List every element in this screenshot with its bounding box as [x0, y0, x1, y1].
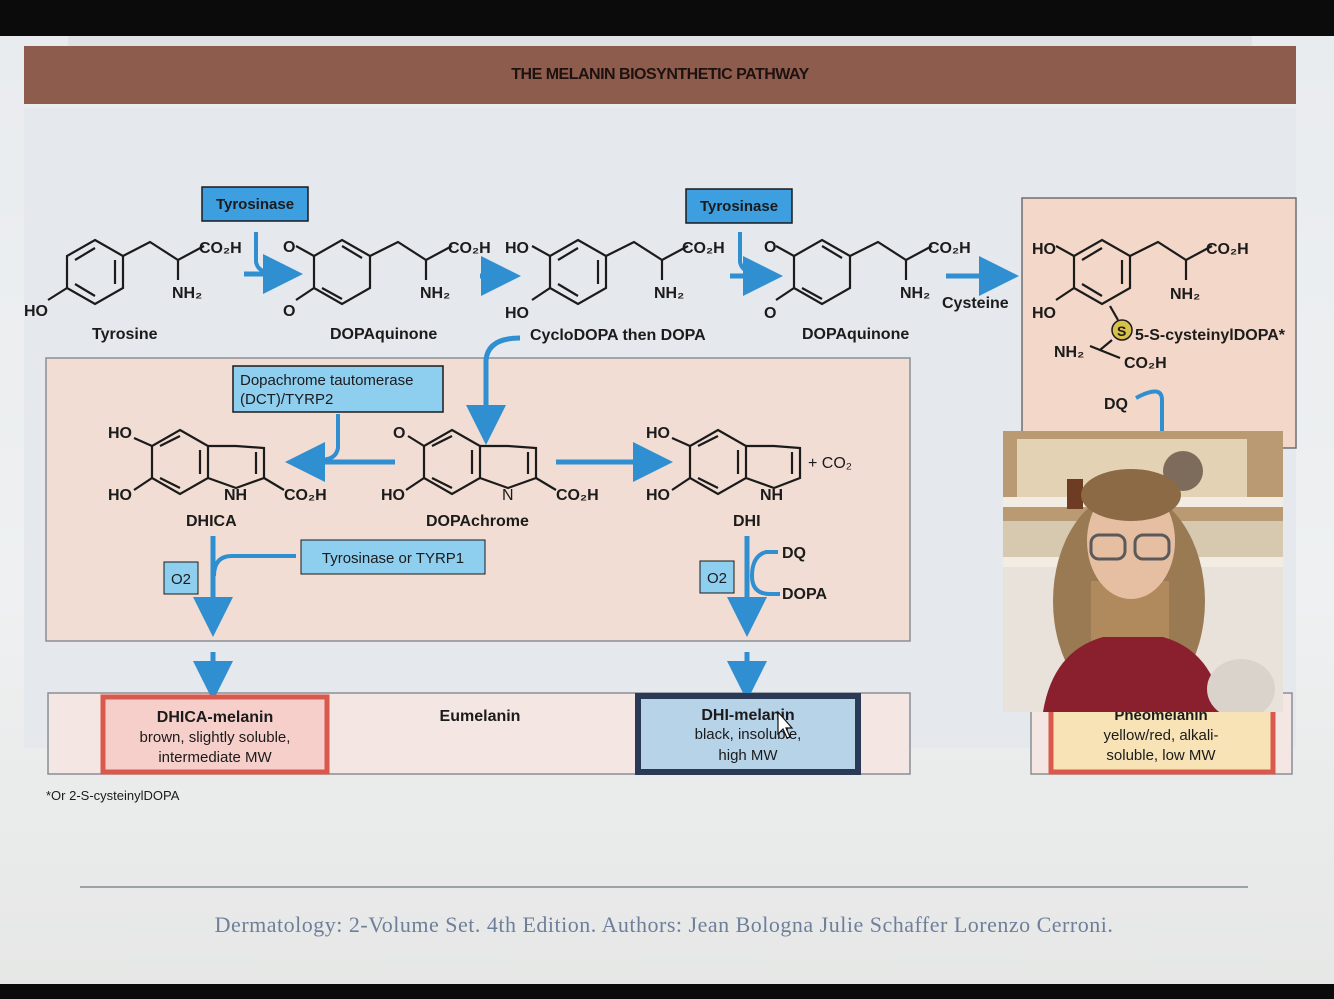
tyrosine-ho: HO — [24, 303, 48, 320]
dopa-co2h: CO₂H — [682, 240, 725, 257]
webcam-scene — [1003, 431, 1283, 712]
dopachrome-o: O — [393, 425, 405, 442]
tyrosinase-box-2 — [685, 188, 793, 224]
dhica-melanin-title: DHICA-melanin — [157, 709, 273, 726]
dopaquinone2-nh2: NH₂ — [900, 285, 930, 302]
o2-label-right: O2 — [707, 570, 727, 587]
dopa-ho-bottom: HO — [505, 305, 529, 322]
dhica-melanin-line1: brown, slightly soluble, — [140, 729, 291, 746]
tyrosine-nh2: NH₂ — [172, 285, 202, 302]
dopa-nh2: NH₂ — [654, 285, 684, 302]
dopachrome-label: DOPAchrome — [426, 513, 529, 530]
dq-pheo-label: DQ — [1104, 396, 1128, 413]
dopaquinone1-o-top: O — [283, 239, 295, 256]
cysteinyl-co2h-side: CO₂H — [1124, 355, 1167, 372]
cysteinyl-nh2-side: NH₂ — [1054, 344, 1084, 361]
dopaquinone2-o-bottom: O — [764, 305, 776, 322]
slide-title: THE MELANIN BIOSYNTHETIC PATHWAY — [511, 66, 809, 83]
dopaquinone2-co2h: CO₂H — [928, 240, 971, 257]
dopaquinone1-co2h: CO₂H — [448, 240, 491, 257]
tyrosinase-tyrp1-label: Tyrosinase or TYRP1 — [322, 550, 464, 567]
dhi-ho-top: HO — [646, 425, 670, 442]
dhi-plus-co2: + CO₂ — [808, 455, 852, 472]
footnote: *Or 2-S-cysteinylDOPA — [46, 788, 180, 803]
sulfur-label: S — [1117, 323, 1126, 339]
slide-footer: Dermatology: 2-Volume Set. 4th Edition. … — [214, 912, 1114, 937]
dct-box — [232, 365, 444, 413]
dopa-ho-top: HO — [505, 240, 529, 257]
dq-label: DQ — [782, 545, 806, 562]
dhica-ho-bottom: HO — [108, 487, 132, 504]
dopaquinone-structure-2 — [775, 238, 933, 306]
dhi-melanin-title: DHI-melanin — [701, 707, 794, 724]
tyrosinase-box-1 — [201, 186, 309, 222]
dhica-melanin-box — [100, 694, 330, 775]
dhi-structure — [671, 428, 802, 496]
o2-box-right — [699, 560, 735, 594]
tyrosine-co2h: CO₂H — [199, 240, 242, 257]
dhica-ho-top: HO — [108, 425, 132, 442]
dopaquinone1-o-bottom: O — [283, 303, 295, 320]
pheomelanin-line1: yellow/red, alkali- — [1103, 727, 1218, 744]
cysteine-label: Cysteine — [942, 295, 1009, 312]
dhica-nh: NH — [224, 487, 247, 504]
dct-label-line1: Dopachrome tautomerase — [240, 372, 413, 389]
tyrosinase-label-2: Tyrosinase — [700, 198, 778, 215]
eumelanin-label: Eumelanin — [440, 708, 521, 725]
tyrosine-label: Tyrosine — [92, 326, 158, 343]
dopa-structure — [531, 238, 689, 306]
dopachrome-n: N — [502, 487, 514, 504]
pheomelanin-region — [1021, 197, 1297, 449]
dopachrome-co2h: CO₂H — [556, 487, 599, 504]
bottom-bezel — [0, 984, 1334, 999]
dhi-melanin-line1: black, insoluble, — [695, 726, 802, 743]
dhi-label: DHI — [733, 513, 761, 530]
o2-label-left: O2 — [171, 571, 191, 588]
webcam-video — [1003, 431, 1283, 712]
dopa-side-label: DOPA — [782, 586, 827, 603]
dhica-co2h: CO₂H — [284, 487, 327, 504]
tyrosine-structure — [47, 238, 205, 306]
pathway-arrows — [193, 232, 1164, 701]
dhi-ho-bottom: HO — [646, 487, 670, 504]
dopaquinone2-o-top: O — [764, 239, 776, 256]
dhi-nh: NH — [760, 487, 783, 504]
title-band — [24, 46, 1296, 104]
dct-label-line2: (DCT)/TYRP2 — [240, 391, 333, 408]
cysteinyl-co2h: CO₂H — [1206, 241, 1249, 258]
dopachrome-structure — [405, 428, 557, 496]
dhica-structure — [133, 428, 285, 496]
footer-rule — [80, 886, 1248, 888]
dhica-label: DHICA — [186, 513, 237, 530]
pheomelanin-line2: soluble, low MW — [1106, 747, 1216, 764]
mouse-cursor — [777, 710, 794, 739]
dhi-melanin-box — [635, 693, 861, 775]
tyrosinase-label-1: Tyrosinase — [216, 196, 294, 213]
cyclodopa-label: CycloDOPA then DOPA — [530, 327, 706, 344]
o2-box-left — [163, 561, 199, 595]
dopachrome-ho: HO — [381, 487, 405, 504]
cysteinyldopa-structure — [1055, 238, 1213, 360]
cysteinyl-ho-bottom: HO — [1032, 305, 1056, 322]
cysteinyldopa-label: 5-S-cysteinylDOPA* — [1135, 327, 1286, 344]
cysteinyl-nh2: NH₂ — [1170, 286, 1200, 303]
cysteinyl-ho-top: HO — [1032, 241, 1056, 258]
dopaquinone-label-1: DOPAquinone — [330, 326, 437, 343]
dopaquinone1-nh2: NH₂ — [420, 285, 450, 302]
sulfur-badge — [1111, 319, 1133, 341]
dhi-melanin-line2: high MW — [718, 747, 778, 764]
tyrosinase-tyrp1-box — [300, 539, 486, 575]
dhica-melanin-line2: intermediate MW — [158, 749, 272, 766]
dopaquinone-structure-1 — [295, 238, 453, 306]
dopaquinone-label-2: DOPAquinone — [802, 326, 909, 343]
